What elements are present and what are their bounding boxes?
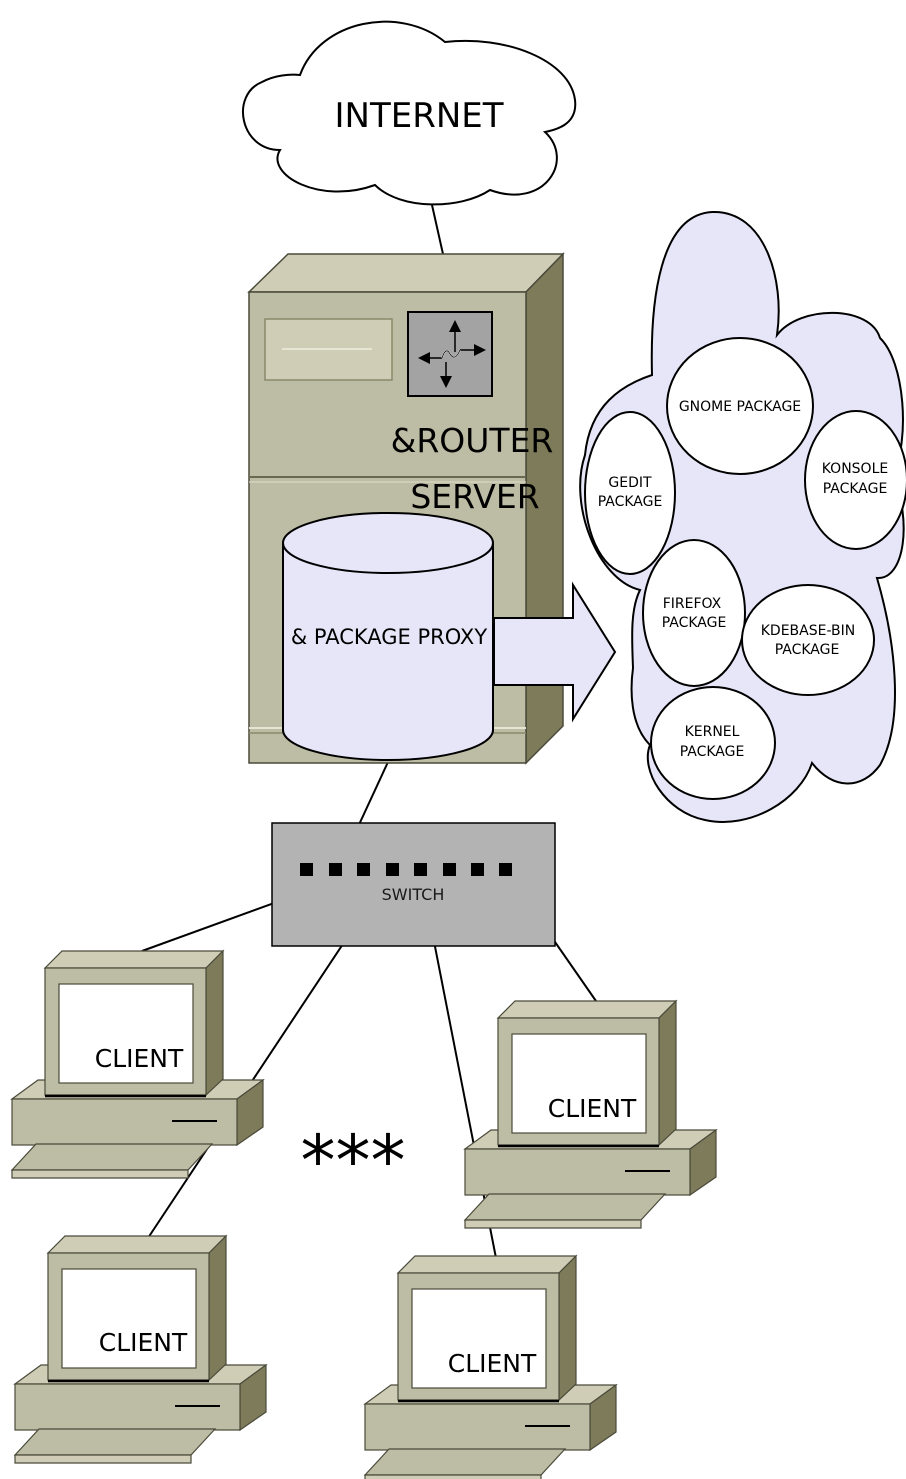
- more-clients-ellipsis: ***: [301, 1120, 406, 1202]
- client-label: CLIENT: [448, 1349, 537, 1378]
- switch-port: [414, 863, 427, 876]
- package-firefox-label-1: FIREFOX: [663, 596, 722, 612]
- switch-body: [271, 822, 556, 947]
- package-firefox-label-2: PACKAGE: [662, 615, 727, 631]
- client-computer-2: CLIENT: [463, 999, 718, 1230]
- proxy-arrow: [493, 581, 617, 723]
- package-cloud: GNOME PACKAGE GEDIT PACKAGE KONSOLE PACK…: [579, 210, 906, 823]
- internet-cloud-shape: [242, 20, 577, 206]
- client-computer-4: CLIENT: [363, 1254, 618, 1479]
- proxy-cylinder-body: [282, 542, 494, 761]
- server-label-line2: SERVER: [410, 477, 539, 516]
- switch-port: [300, 863, 313, 876]
- package-kernel-label-2: PACKAGE: [680, 744, 745, 760]
- switch-port: [386, 863, 399, 876]
- package-firefox: FIREFOX PACKAGE: [642, 539, 746, 687]
- package-gnome-label: GNOME PACKAGE: [679, 399, 801, 415]
- client-label: CLIENT: [95, 1044, 184, 1073]
- switch-port: [499, 863, 512, 876]
- package-konsole: KONSOLE PACKAGE: [804, 410, 906, 550]
- server-label-line1: &ROUTER: [391, 421, 554, 460]
- package-konsole-label-1: KONSOLE: [822, 461, 888, 477]
- package-kdebase-bin: KDEBASE-BIN PACKAGE: [741, 584, 875, 696]
- internet-cloud: INTERNET: [242, 20, 577, 206]
- switch-port: [471, 863, 484, 876]
- package-gedit: GEDIT PACKAGE: [584, 411, 676, 575]
- switch-port: [443, 863, 456, 876]
- package-kdebase-bin-label-2: PACKAGE: [775, 642, 840, 658]
- switch-ports: [300, 863, 512, 876]
- proxy-cylinder-top: [282, 512, 494, 574]
- package-gedit-label-1: GEDIT: [608, 475, 652, 491]
- package-gedit-label-2: PACKAGE: [598, 494, 663, 510]
- internet-label: INTERNET: [334, 96, 503, 136]
- server-top-face: [247, 253, 565, 293]
- package-kernel: KERNEL PACKAGE: [650, 686, 776, 800]
- proxy-cylinder: & PACKAGE PROXY: [282, 512, 494, 761]
- package-kernel-label-1: KERNEL: [685, 724, 740, 740]
- router-arrows-icon: [407, 311, 493, 397]
- client-label: CLIENT: [99, 1328, 188, 1357]
- proxy-label: & PACKAGE PROXY: [291, 625, 487, 649]
- package-gnome: GNOME PACKAGE: [666, 337, 814, 475]
- switch-port: [357, 863, 370, 876]
- client-computer-1: CLIENT: [10, 949, 265, 1180]
- package-konsole-label-2: PACKAGE: [823, 481, 888, 497]
- switch-label: SWITCH: [382, 885, 445, 904]
- package-kdebase-bin-label-1: KDEBASE-BIN: [761, 623, 855, 639]
- client-computer-3: CLIENT: [13, 1234, 268, 1465]
- network-switch: SWITCH: [271, 822, 556, 947]
- client-label: CLIENT: [548, 1094, 637, 1123]
- switch-port: [329, 863, 342, 876]
